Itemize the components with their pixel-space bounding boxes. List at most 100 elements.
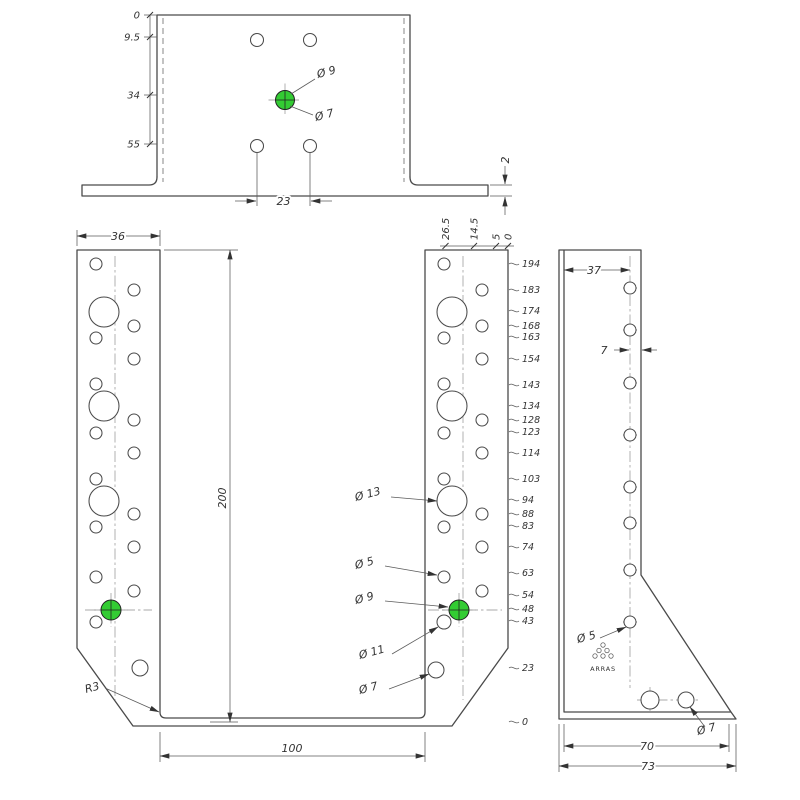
r3-label: R3: [83, 680, 101, 696]
dim-36: 36: [76, 228, 161, 246]
height-ladder-label: 23: [522, 663, 534, 674]
dim-36-label: 36: [111, 230, 125, 243]
bolt-hole: [88, 390, 120, 422]
top-ladder-label: 55: [127, 140, 140, 151]
nail-hole: [475, 507, 489, 521]
dim-23: 23: [235, 152, 332, 210]
side-dia7-label: Ø 7: [694, 720, 717, 738]
height-ladder-label: 143: [522, 380, 540, 391]
dia5-leader: [384, 565, 438, 576]
height-ladder-label: 128: [522, 415, 540, 426]
nail-hole: [437, 426, 451, 440]
nail-hole: [249, 32, 265, 48]
nail-hole: [623, 323, 637, 337]
height-ladder-label: 0: [522, 717, 528, 728]
height-ladder-label: 194: [522, 259, 540, 270]
nail-hole: [127, 584, 141, 598]
nail-hole: [623, 428, 637, 442]
nail-hole: [475, 413, 489, 427]
dia7-leader: [388, 673, 430, 690]
nail-hole: [89, 615, 103, 629]
nail-hole: [127, 283, 141, 297]
bolt-hole: [436, 390, 468, 422]
logo-dot: [592, 653, 598, 659]
nail-hole: [475, 446, 489, 460]
dia7-leader: [289, 105, 314, 116]
dim-73-label: 73: [641, 760, 655, 773]
front-top-ladder-label: 5: [492, 234, 503, 240]
dia7-label: Ø 7: [356, 679, 379, 697]
top-ladder-label: 34: [127, 91, 140, 102]
height-ladder-label: 43: [522, 616, 534, 627]
height-ladder-label: 88: [522, 509, 534, 520]
side-dia5-label: Ø 5: [574, 628, 597, 646]
logo-dot: [604, 647, 610, 654]
nail-hole: [623, 480, 637, 494]
dim-200: 200: [164, 249, 238, 723]
height-ladder-label: 154: [522, 354, 540, 365]
dim-37: 37: [563, 262, 631, 279]
height-ladder-label: 123: [522, 427, 540, 438]
dia7-label: Ø 7: [312, 106, 335, 124]
nail-hole: [89, 520, 103, 534]
bolt-hole: [88, 296, 120, 328]
front-top-ladder-label: 0: [504, 234, 515, 240]
nail-hole: [89, 426, 103, 440]
top-flange-outline: [81, 176, 489, 197]
nail-hole: [127, 507, 141, 521]
base-hole-marked: [640, 690, 660, 710]
bolt-hole: [436, 485, 468, 517]
dia9-label: Ø 9: [352, 589, 375, 607]
nail-hole: [437, 472, 451, 486]
nail-hole: [127, 540, 141, 554]
nail-hole: [623, 615, 637, 629]
nail-hole: [127, 413, 141, 427]
nail-hole: [89, 570, 103, 584]
dim-200-label: 200: [216, 488, 229, 509]
nail-hole: [623, 376, 637, 390]
nail-hole: [437, 331, 451, 345]
dim-73: 73: [558, 724, 737, 775]
bolt-hole: [436, 296, 468, 328]
dia13-leader: [390, 496, 438, 503]
side-centerline: [629, 256, 698, 713]
nail-hole: [131, 659, 149, 677]
front-top-ladder-label: 14.5: [470, 218, 481, 240]
dim-70-label: 70: [640, 740, 654, 753]
front-outline: [76, 249, 509, 727]
side-outline: [558, 249, 737, 720]
dia9-label: Ø 9: [314, 63, 337, 81]
nail-hole: [623, 281, 637, 295]
side-holes: [623, 281, 637, 629]
nail-hole: [475, 352, 489, 366]
height-dimension-ladder: 1941831741681631541431341281231141039488…: [508, 259, 540, 728]
dia5-label: Ø 5: [352, 554, 375, 572]
dim-7: 7: [599, 342, 657, 359]
base-hole: [677, 691, 695, 709]
nail-hole: [623, 563, 637, 577]
nail-hole: [437, 520, 451, 534]
nail-hole: [302, 138, 318, 154]
dim-7-label: 7: [601, 344, 608, 357]
nail-hole: [437, 377, 451, 391]
nail-hole: [89, 257, 103, 271]
nail-hole: [89, 377, 103, 391]
height-ladder-label: 183: [522, 285, 540, 296]
side-dia7-leader: [689, 706, 706, 728]
front-datum-targets: [94, 593, 476, 627]
brand-label: ARRAS: [590, 665, 616, 673]
nail-hole: [127, 446, 141, 460]
nail-hole: [249, 138, 265, 154]
height-ladder-label: 63: [522, 568, 534, 579]
brand-logo-icon: [592, 642, 614, 659]
bend-lines: [162, 18, 405, 182]
dim-2: 2: [490, 157, 512, 215]
nail-hole: [89, 472, 103, 486]
logo-dot: [600, 642, 606, 648]
logo-dot: [596, 647, 602, 654]
nail-hole: [623, 516, 637, 530]
dim-100-label: 100: [282, 742, 303, 755]
